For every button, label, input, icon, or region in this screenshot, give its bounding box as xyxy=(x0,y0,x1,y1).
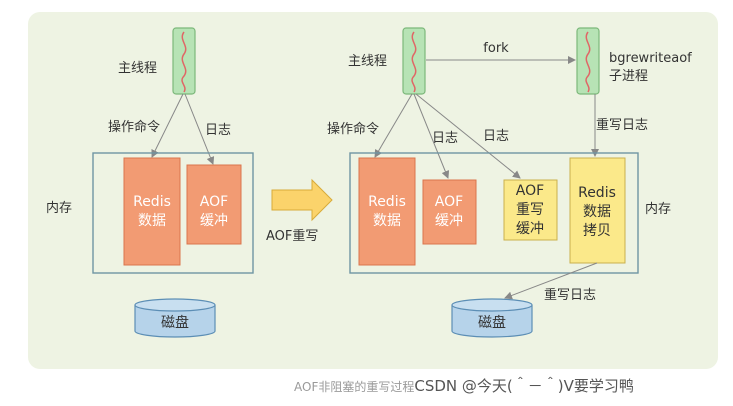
aof-rewrite-buffer-line3: 缓冲 xyxy=(516,221,544,237)
right-disk-label: 磁盘 xyxy=(478,314,506,331)
thread-wave-icon xyxy=(181,31,187,93)
aof-rewrite-buffer-box xyxy=(503,179,558,241)
right-aof-buffer-line1: AOF xyxy=(435,194,463,210)
bgrewrite-label-line1: bgrewriteaof xyxy=(609,51,692,66)
right-disk xyxy=(451,298,533,338)
left-disk-label: 磁盘 xyxy=(161,314,189,331)
fork-label: fork xyxy=(483,41,509,56)
right-log-label-a: 日志 xyxy=(432,131,458,146)
rewrite-log-label: 重写日志 xyxy=(596,117,648,133)
left-main-thread xyxy=(172,27,196,95)
redis-data-copy-line3: 拷贝 xyxy=(583,223,611,239)
right-redis-data-line1: Redis xyxy=(368,194,406,210)
left-aof-buffer-line2: 缓冲 xyxy=(200,213,228,229)
left-log-label: 日志 xyxy=(205,123,231,138)
aof-rewrite-buffer-line2: 重写 xyxy=(516,202,544,218)
left-memory-box xyxy=(92,152,254,274)
left-aof-buffer-line1: AOF xyxy=(200,194,228,210)
left-main-thread-label: 主线程 xyxy=(118,61,157,76)
caption-title: AOF非阻塞的重写过程 xyxy=(294,380,415,394)
thread-wave-icon xyxy=(585,31,591,93)
redis-data-copy-box xyxy=(569,157,626,264)
left-redis-data-line2: 数据 xyxy=(138,213,166,229)
left-thread-bar xyxy=(172,27,196,95)
thread-wave-icon xyxy=(411,31,417,93)
aof-rewrite-label: AOF重写 xyxy=(266,228,318,244)
right-redis-data-line2: 数据 xyxy=(373,213,401,229)
right-log-arrow-b xyxy=(415,93,521,179)
right-aof-buffer-line2: 缓冲 xyxy=(435,213,463,229)
left-op-cmd-label: 操作命令 xyxy=(108,119,160,135)
caption: AOF非阻塞的重写过程CSDN @今天(＾－＾)V要学习鸭 xyxy=(294,375,724,396)
left-disk xyxy=(134,298,216,338)
right-log-label-b: 日志 xyxy=(483,129,509,144)
child-thread-bar xyxy=(576,27,600,95)
aof-rewrite-buffer-line1: AOF xyxy=(516,183,544,199)
left-redis-data-box xyxy=(123,157,181,266)
right-memory-label: 内存 xyxy=(645,201,671,217)
left-redis-data-line1: Redis xyxy=(133,194,171,210)
aof-rewrite-big-arrow xyxy=(271,178,333,222)
right-memory-box xyxy=(349,152,639,274)
right-disk-rewrite-label: 重写日志 xyxy=(544,287,596,303)
right-main-thread xyxy=(402,27,426,95)
caption-watermark: CSDN @今天(＾－＾)V要学习鸭 xyxy=(414,377,634,395)
redis-data-copy-line1: Redis xyxy=(578,185,616,201)
left-memory-label: 内存 xyxy=(46,200,72,216)
right-aof-buffer-box xyxy=(422,179,477,245)
left-op-arrow xyxy=(151,93,184,158)
left-aof-buffer-box xyxy=(186,164,242,245)
redis-data-copy-line2: 数据 xyxy=(583,204,611,220)
child-process-thread xyxy=(576,27,600,95)
copy-to-disk-arrow xyxy=(504,262,598,300)
bgrewrite-label-line2: 子进程 xyxy=(609,69,648,84)
right-main-thread-label: 主线程 xyxy=(348,54,387,69)
right-op-arrow xyxy=(374,93,413,158)
right-log-arrow-a xyxy=(413,93,450,179)
right-redis-data-box xyxy=(358,157,416,266)
right-op-cmd-label: 操作命令 xyxy=(327,121,379,137)
